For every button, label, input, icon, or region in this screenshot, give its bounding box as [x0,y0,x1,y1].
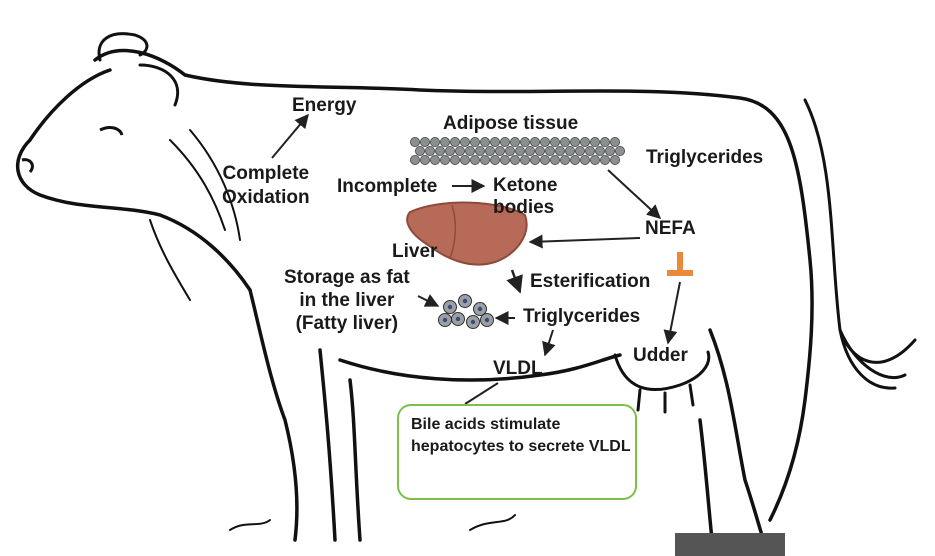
arrow-callout-vldl [464,382,499,405]
arrow-oxidation-energy [271,113,309,159]
liver-icon [406,201,528,266]
arrow-nefa-liver [528,234,641,249]
label-triglycerides-liver: Triglycerides [523,306,641,327]
cow-neck-lines [149,129,241,301]
arrow-liver-triglycerides [506,269,523,294]
cow-nose [21,158,34,173]
label-esterification: Esterification [530,271,651,292]
cow-eye [99,126,124,136]
callout-box: Bile acids stimulate hepatocytes to secr… [397,404,637,500]
arrow-nefa-udder [663,281,681,345]
cow-belly [338,353,622,382]
callout-text: Bile acids stimulate hepatocytes to secr… [411,416,631,455]
adipose-cells-icon [409,136,626,165]
label-vldl: VLDL [493,358,543,379]
label-nefa: NEFA [645,218,696,239]
label-udder: Udder [633,345,688,366]
label-triglycerides-adipose: Triglycerides [646,147,764,168]
cow-udder-outline [613,350,711,414]
cow-head-outline [15,68,252,292]
cow-tail [803,98,917,390]
label-ketone-bodies: Ketone bodies [493,175,558,218]
arrow-adipose-nefa [607,169,662,219]
label-adipose-tissue: Adipose tissue [443,113,579,134]
cow-horns [97,32,179,107]
arrow-triglycerides-vldl [542,329,556,357]
label-incomplete: Incomplete [337,176,438,197]
cow-front-leg [248,288,362,542]
label-complete-oxidation: Complete Oxidation [222,163,310,208]
label-energy: Energy [292,95,357,116]
cow-body-outline [93,48,814,522]
label-storage-as-fat: Storage as fat in the liver (Fatty liver… [284,267,410,334]
label-liver: Liver [392,241,438,262]
cow-hind-leg [698,328,767,547]
inhibition-icon [667,252,693,276]
ground-bar [675,533,785,556]
ground-marks [229,514,516,531]
arrow-storage-droplets [417,294,440,307]
fat-droplets-icon [438,294,494,329]
